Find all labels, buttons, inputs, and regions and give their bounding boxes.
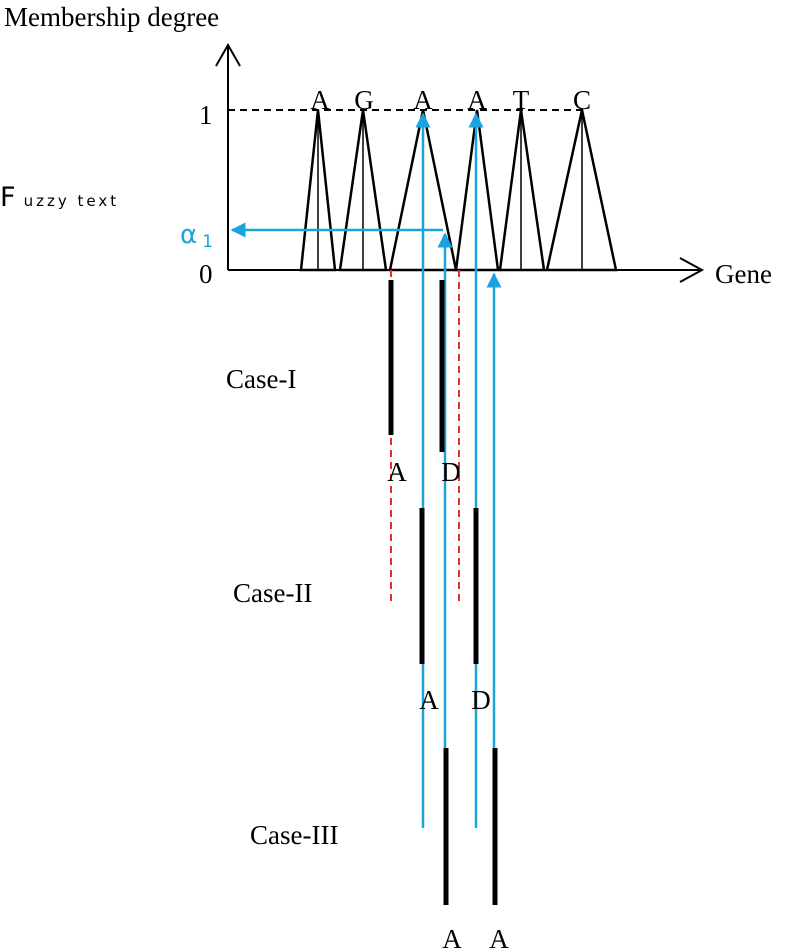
peak-label-4: A — [467, 85, 487, 115]
case3-end-left: A — [442, 924, 462, 952]
fuzzy-text-label: F uzzy text — [0, 182, 119, 213]
peak-label-2: G — [354, 85, 374, 115]
fuzzy-text-initial: F — [0, 182, 16, 213]
red-dashed-guides — [390, 270, 460, 606]
blue-vertical-arrows — [415, 112, 502, 905]
y-axis-arrowhead — [215, 42, 241, 67]
y-axis-label: Membership degree — [4, 2, 219, 32]
peak-label-5: T — [513, 85, 530, 115]
case1-label: Case-I — [226, 364, 296, 394]
tick-label-zero: 0 — [199, 259, 213, 289]
x-axis-label: Gene — [715, 259, 772, 289]
case2-end-right: D — [471, 685, 491, 715]
membership-triangles — [299, 109, 618, 272]
case-bars — [388, 280, 498, 905]
case2-end-left: A — [419, 685, 439, 715]
triangle-center-lines — [317, 110, 583, 270]
alpha-label: α 1 — [180, 220, 213, 252]
peak-label-3: A — [413, 85, 433, 115]
peak-label-6: C — [573, 85, 591, 115]
case1-end-right: D — [441, 457, 461, 487]
alpha-symbol: α — [180, 220, 197, 250]
case3-end-right: A — [489, 924, 509, 952]
alpha-subscript: 1 — [202, 232, 213, 252]
case3-label: Case-III — [250, 820, 338, 850]
tick-label-one: 1 — [199, 100, 213, 130]
x-axis-arrowhead — [679, 257, 705, 283]
triangle-T — [498, 109, 546, 272]
fuzzy-text-rest: uzzy text — [24, 192, 120, 210]
case2-label: Case-II — [233, 578, 312, 608]
peak-label-1: A — [310, 85, 330, 115]
case1-end-left: A — [387, 457, 407, 487]
